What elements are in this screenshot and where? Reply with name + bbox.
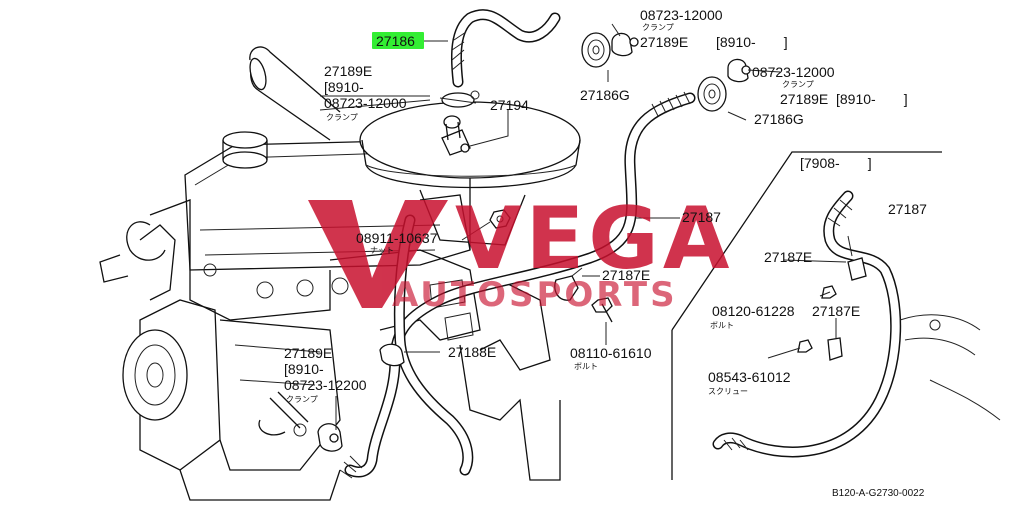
hose-27186 [450,9,561,88]
grommet-icon [581,32,611,68]
bracket-clip-icon [554,267,583,301]
watermark-logo: VEGA AUTOSPORTS [308,189,733,315]
label-clamp-kana-2: クランプ [782,80,814,89]
label-bottom-code: 08723-12200 [284,377,367,393]
label-diagram-ref: B120-A-G2730-0022 [832,488,925,499]
hose-clamp-icon [611,32,639,57]
label-27186: 27186 [376,33,415,49]
label-inset-bolt-kana: ボルト [710,321,734,330]
label-bottom-range: [8910- [284,361,324,377]
label-clamp-range-1: [8910- ] [716,34,788,50]
label-left-range: [8910- [324,79,364,95]
hose-clamp-icon [379,343,405,367]
label-left-ref: 27189E [324,63,372,79]
connector-27194 [441,115,471,156]
watermark-sub: AUTOSPORTS [392,275,678,315]
label-bottom-kana: クランプ [286,395,318,404]
nut-icon [489,209,511,229]
callout-labels: 27186 08723-12000 クランプ 27189E [8910- ] 2… [284,7,927,499]
engine-block-drawing [99,131,561,501]
label-inset-27187E-b: 27187E [812,303,860,319]
label-screw-kana: スクリュー [708,387,748,396]
hose-27187 [339,91,696,479]
inset-panel [671,151,1001,480]
label-inset-range: [7908- ] [800,155,872,171]
label-27188E: 27188E [448,344,496,360]
bolt-icon [591,297,613,323]
label-grommet-1: 27186G [580,87,630,103]
label-clamp-ref-1: 27189E [640,34,688,50]
label-bolt-kana: ボルト [574,362,598,371]
label-bolt-code: 08110-61610 [570,345,652,361]
label-27187E: 27187E [602,267,650,283]
label-screw-code: 08543-61012 [708,369,791,385]
label-clamp-code-2: 08723-12000 [752,64,835,80]
label-nut-kana: ナット [370,246,394,255]
leader-lines [319,23,853,430]
label-27187: 27187 [682,209,721,225]
watermark-main: VEGA [455,189,733,289]
label-inset-27187: 27187 [888,201,927,217]
label-clamp-kana-1: クランプ [642,23,674,32]
label-left-code: 08723-12000 [324,95,407,111]
label-clamp-code-1: 08723-12000 [640,7,723,23]
label-nut-code: 08911-10637 [356,230,438,246]
label-bottom-ref: 27189E [284,345,332,361]
label-inset-bolt-code: 08120-61228 [712,303,795,319]
label-left-kana: クランプ [326,113,358,122]
label-clamp-ref-2: 27189E [780,91,828,107]
label-grommet-2: 27186G [754,111,804,127]
grommet-icon [697,76,727,112]
label-inset-27187E-a: 27187E [764,249,812,265]
hose-clamp-icon [727,58,751,83]
part-highlight [372,32,424,49]
hose-clamp-icon [317,423,343,452]
air-cleaner-drawing [249,46,581,246]
label-clamp-range-2: [8910- ] [836,91,908,107]
label-27194: 27194 [490,97,529,113]
